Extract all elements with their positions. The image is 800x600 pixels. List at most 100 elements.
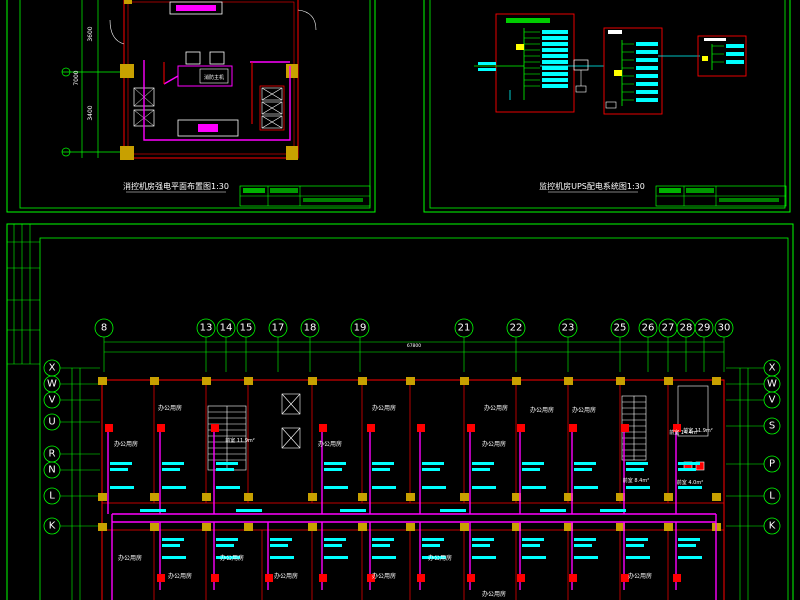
circuit-label-bar bbox=[626, 556, 650, 559]
circuit-label-bar bbox=[110, 486, 134, 489]
circuit-label-bar bbox=[422, 486, 446, 489]
circuit-label-bar bbox=[324, 468, 342, 471]
room-equipment: 消防主机 bbox=[133, 1, 285, 137]
circuit-label-bar bbox=[522, 556, 546, 559]
row-label-left: R bbox=[49, 449, 56, 460]
column-label: 15 bbox=[240, 323, 253, 334]
ups-unit bbox=[540, 59, 604, 93]
column-square bbox=[358, 523, 367, 531]
corridor-label-bar bbox=[140, 509, 166, 512]
circuit-label-bar bbox=[372, 462, 394, 465]
column-square bbox=[564, 377, 573, 385]
column-bubble bbox=[610, 318, 630, 338]
circuit-label-bar bbox=[216, 538, 238, 541]
column-square bbox=[616, 523, 625, 531]
room-plan-title: 消控机房强电平面布置图1:30 bbox=[123, 181, 229, 191]
area-label: 前室 11.9m² bbox=[225, 437, 255, 444]
column-label: 17 bbox=[272, 323, 285, 334]
distribution-box bbox=[157, 424, 165, 432]
column-square bbox=[150, 377, 159, 385]
circuit-label-bar bbox=[472, 468, 490, 471]
circuit-label-bar bbox=[216, 468, 234, 471]
column-label: 26 bbox=[642, 323, 655, 334]
dim-3600: 3600 bbox=[87, 26, 94, 41]
row-label-right: S bbox=[769, 421, 775, 432]
distribution-box bbox=[367, 424, 375, 432]
row-label-right: L bbox=[769, 491, 775, 502]
row-label-right: P bbox=[769, 459, 775, 470]
circuit-label-bar bbox=[472, 544, 490, 547]
column-square bbox=[406, 493, 415, 501]
row-bubble bbox=[763, 517, 781, 535]
distribution-panel-2 bbox=[603, 27, 663, 115]
distribution-box bbox=[319, 574, 327, 582]
row-bubble bbox=[43, 517, 61, 535]
distribution-box bbox=[467, 574, 475, 582]
row-bubble bbox=[763, 417, 781, 435]
column-square bbox=[712, 377, 721, 385]
revision-table bbox=[7, 224, 40, 365]
column-square bbox=[460, 377, 469, 385]
circuit-label-bar bbox=[574, 462, 596, 465]
circuit-label-bar bbox=[422, 462, 444, 465]
circuit-label-bar bbox=[574, 468, 592, 471]
circuit-label-bar bbox=[162, 462, 184, 465]
circuit-label-bar bbox=[678, 462, 700, 465]
distribution-box bbox=[517, 574, 525, 582]
distribution-panel-1 bbox=[474, 13, 575, 113]
circuit-label-bar bbox=[162, 486, 186, 489]
circuit-label-bar bbox=[324, 462, 346, 465]
distribution-box bbox=[211, 424, 219, 432]
title-block-left bbox=[239, 185, 371, 207]
circuit-label-bar bbox=[270, 538, 292, 541]
circuit-label-bar bbox=[678, 544, 696, 547]
circuit-label-bar bbox=[678, 538, 700, 541]
column-bubble bbox=[196, 318, 216, 338]
circuit-label-bar bbox=[626, 468, 644, 471]
column-square bbox=[406, 377, 415, 385]
column-square bbox=[202, 523, 211, 531]
circuit-label-bar bbox=[472, 538, 494, 541]
circuit-label-bar bbox=[162, 538, 184, 541]
column-label: 25 bbox=[614, 323, 627, 334]
column-square bbox=[244, 493, 253, 501]
distribution-box bbox=[211, 574, 219, 582]
column-bubble bbox=[454, 318, 474, 338]
circuit-label-bar bbox=[270, 544, 288, 547]
room-label: 办公用房 bbox=[158, 404, 182, 412]
column-square bbox=[244, 523, 253, 531]
column-bubble bbox=[558, 318, 578, 338]
circuit-label-bar bbox=[678, 486, 702, 489]
column-bubble bbox=[638, 318, 658, 338]
room-label: 办公用房 bbox=[484, 404, 508, 412]
distribution-box bbox=[621, 574, 629, 582]
structural-columns bbox=[98, 377, 721, 531]
distribution-box bbox=[157, 574, 165, 582]
column-square bbox=[358, 493, 367, 501]
column-bubble bbox=[714, 318, 734, 338]
circuit-label-bar bbox=[574, 556, 598, 559]
sheet-room-plan: 3600 7000 3400 消防主机 bbox=[6, 0, 376, 213]
circuit-label-bar bbox=[372, 538, 394, 541]
column-square bbox=[308, 493, 317, 501]
column-bubble bbox=[300, 318, 320, 338]
row-label-left: U bbox=[48, 417, 55, 428]
circuit-label-bar bbox=[324, 486, 348, 489]
room-label: 办公用房 bbox=[220, 554, 244, 562]
circuit-label-bar bbox=[372, 486, 396, 489]
sheet-ups-system: 监控机房UPS配电系统图1:30 bbox=[423, 0, 791, 213]
room-label: 办公用房 bbox=[118, 554, 142, 562]
column-square bbox=[616, 493, 625, 501]
column-square bbox=[664, 493, 673, 501]
dimension-line-left bbox=[61, 0, 125, 158]
stair-core-left bbox=[207, 393, 301, 471]
room-label: 办公用房 bbox=[572, 406, 596, 414]
row-bubble bbox=[43, 413, 61, 431]
row-bubble bbox=[43, 461, 61, 479]
distribution-box bbox=[467, 424, 475, 432]
row-label-left: L bbox=[49, 491, 55, 502]
building-walls bbox=[101, 379, 725, 600]
column-label: 22 bbox=[510, 323, 523, 334]
